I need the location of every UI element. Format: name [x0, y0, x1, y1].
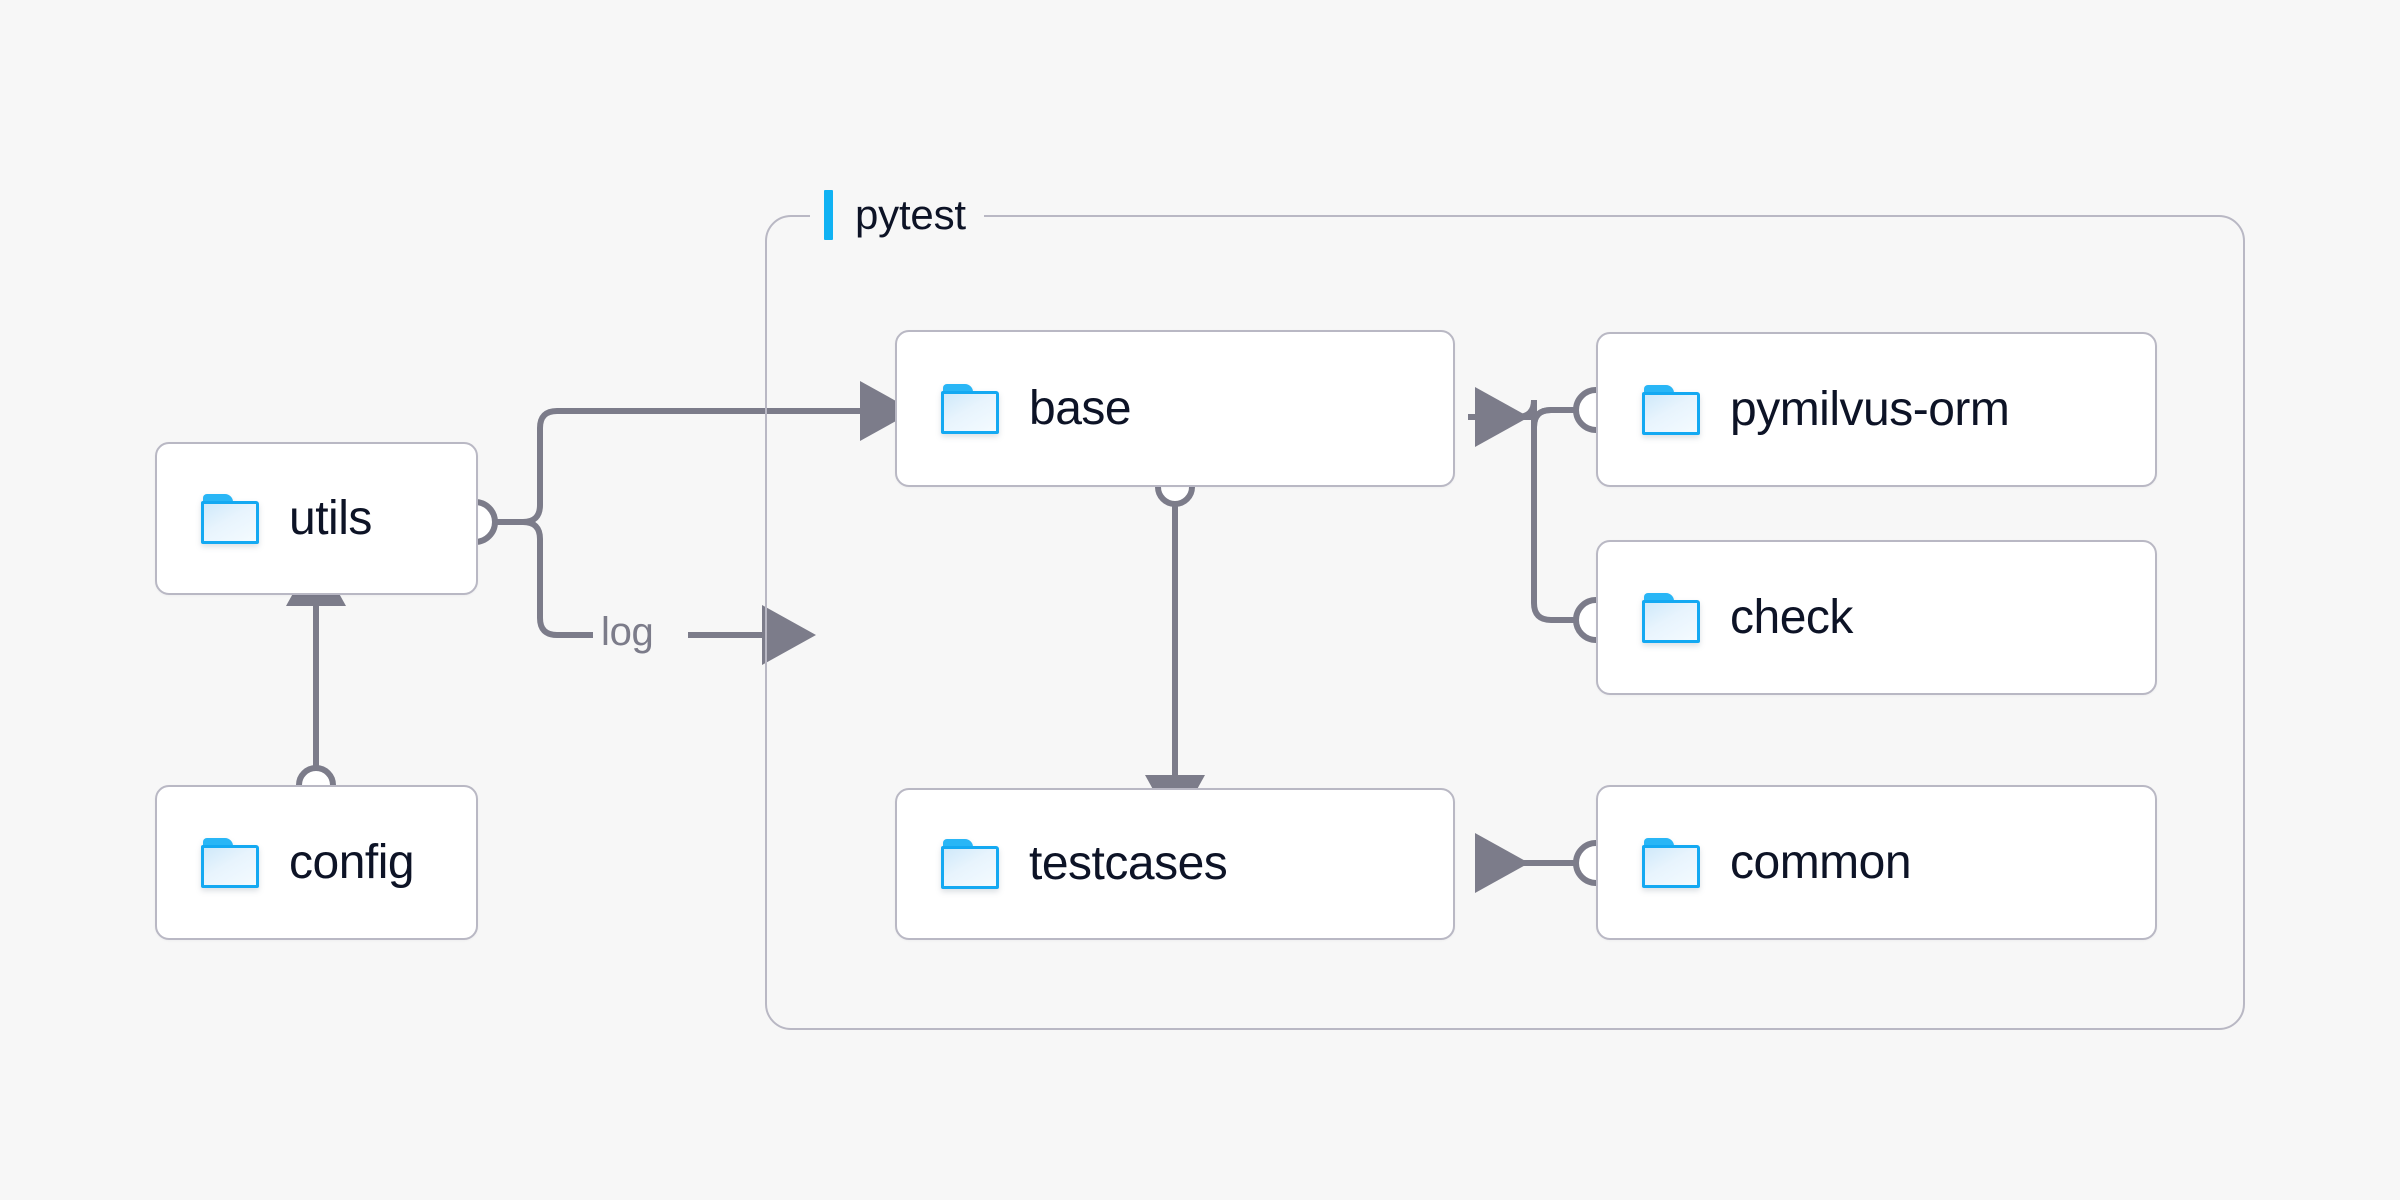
node-testcases[interactable]: testcases: [895, 788, 1455, 940]
group-label-pytest: pytest: [810, 187, 984, 243]
node-check[interactable]: check: [1596, 540, 2157, 695]
folder-icon: [1642, 837, 1700, 888]
folder-icon: [941, 839, 999, 889]
node-base[interactable]: base: [895, 330, 1455, 487]
node-pymilvus-orm[interactable]: pymilvus-orm: [1596, 332, 2157, 487]
group-container-pytest: [765, 215, 2245, 1030]
accent-bar-icon: [824, 190, 833, 240]
edge-label-log: log: [601, 610, 654, 654]
folder-icon: [941, 383, 999, 434]
edge-config-to-utils: [286, 552, 346, 805]
node-label-pymilvus-orm: pymilvus-orm: [1730, 382, 2010, 436]
folder-icon: [201, 493, 259, 544]
node-label-config: config: [289, 835, 415, 889]
node-label-testcases: testcases: [1029, 837, 1228, 890]
node-utils[interactable]: utils: [155, 442, 478, 595]
node-config[interactable]: config: [155, 785, 478, 940]
folder-icon: [1642, 384, 1700, 435]
group-title: pytest: [855, 191, 966, 238]
node-label-base: base: [1029, 381, 1132, 435]
node-label-common: common: [1730, 835, 1912, 889]
folder-icon: [1642, 592, 1700, 643]
node-label-utils: utils: [289, 491, 372, 545]
node-label-check: check: [1730, 590, 1853, 644]
node-common[interactable]: common: [1596, 785, 2157, 940]
folder-icon: [201, 837, 259, 888]
